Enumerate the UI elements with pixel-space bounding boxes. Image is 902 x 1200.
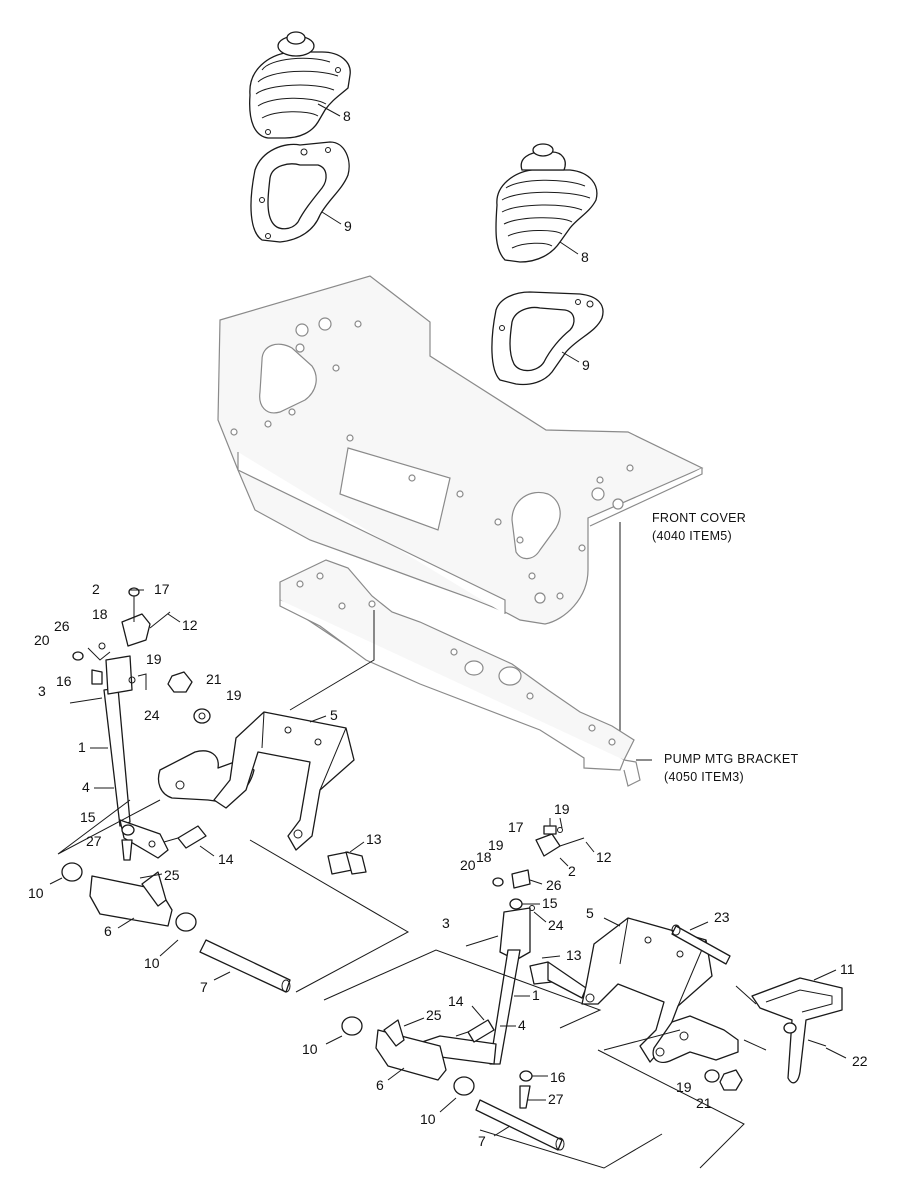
callout-25-left: 25	[164, 867, 180, 883]
callout-3-right: 3	[442, 915, 450, 931]
callout-19-right-c: 19	[676, 1079, 692, 1095]
callout-17-left: 17	[154, 581, 170, 597]
pivot-left	[61, 862, 291, 993]
adjuster-right	[455, 1019, 533, 1109]
callout-21-right: 21	[696, 1095, 712, 1111]
pin-23	[671, 924, 731, 965]
callout-7-right: 7	[478, 1133, 486, 1149]
pedal-right-11	[751, 977, 843, 1084]
callout-1-left: 1	[78, 739, 86, 755]
callout-11-right: 11	[840, 961, 855, 977]
callout-4-right: 4	[518, 1017, 526, 1033]
callout-25-right: 25	[426, 1007, 442, 1023]
pedal-bracket-right	[652, 1015, 739, 1063]
callout-19-left-b: 19	[226, 687, 242, 703]
callout-2-right: 2	[568, 863, 576, 879]
callout-5-left: 5	[330, 707, 338, 723]
callout-20-left: 20	[34, 632, 50, 648]
plate-left	[250, 141, 350, 243]
callout-19-right-a: 19	[554, 801, 570, 817]
nut-washer-left	[167, 671, 211, 724]
note-front-cover-line1: FRONT COVER	[652, 511, 746, 525]
callout-13-right: 13	[566, 947, 582, 963]
clevis-right	[465, 818, 585, 947]
callout-12-left: 12	[182, 617, 198, 633]
callout-17-right: 17	[508, 819, 524, 835]
callout-8-left: 8	[343, 108, 351, 124]
pedal-arm-right	[409, 907, 531, 1065]
callout-12-right: 12	[596, 849, 612, 865]
callout-19-left-a: 19	[146, 651, 162, 667]
callout-9-left: 9	[344, 218, 352, 234]
callout-8-right: 8	[581, 249, 589, 265]
callout-15-left: 15	[80, 809, 96, 825]
callout-4-left: 4	[82, 779, 90, 795]
note-pump-bracket-line1: PUMP MTG BRACKET	[664, 752, 799, 766]
callout-23-right: 23	[714, 909, 730, 925]
callout-27-left: 27	[86, 833, 102, 849]
callout-19-right-b: 19	[488, 837, 504, 853]
callout-20-right: 20	[460, 857, 476, 873]
callout-2-left: 2	[92, 581, 100, 597]
callout-15-right: 15	[542, 895, 558, 911]
pump-mounting-bracket	[279, 559, 641, 787]
callout-7-left: 7	[200, 979, 208, 995]
note-front-cover-line2: (4040 ITEM5)	[652, 529, 732, 543]
note-pump-bracket-line2: (4050 ITEM3)	[664, 770, 744, 784]
pivot-right	[341, 1016, 565, 1151]
callout-6-right: 6	[376, 1077, 384, 1093]
callout-27-right: 27	[548, 1091, 564, 1107]
callout-10-right-a: 10	[302, 1041, 318, 1057]
callout-6-left: 6	[104, 923, 112, 939]
boot-left	[249, 31, 351, 139]
plate-right	[491, 291, 604, 386]
callout-18-left: 18	[92, 606, 108, 622]
front-cover	[217, 275, 704, 625]
callout-26-left: 26	[54, 618, 70, 634]
callout-9-right: 9	[582, 357, 590, 373]
boot-right	[495, 143, 598, 263]
callout-26-right: 26	[546, 877, 562, 893]
callout-24-left: 24	[144, 707, 160, 723]
adjuster-left	[121, 824, 207, 861]
callout-3-left: 3	[38, 683, 46, 699]
callout-16-left: 16	[56, 673, 72, 689]
callout-10-left-b: 10	[144, 955, 160, 971]
callout-13-left: 13	[366, 831, 382, 847]
bolt-13-left	[327, 851, 367, 875]
nut-washer-right	[704, 1069, 743, 1091]
bolt-13-right	[529, 961, 587, 999]
callout-5-right: 5	[586, 905, 594, 921]
callout-24-right: 24	[548, 917, 564, 933]
callout-21-left: 21	[206, 671, 222, 687]
pedal-arm-left	[103, 655, 169, 859]
callout-10-left-a: 10	[28, 885, 44, 901]
callout-18-right: 18	[476, 849, 492, 865]
callout-14-left: 14	[218, 851, 234, 867]
callout-16-right: 16	[550, 1069, 566, 1085]
callout-14-right: 14	[448, 993, 464, 1009]
callout-1-right: 1	[532, 987, 540, 1003]
callout-22-right: 22	[852, 1053, 868, 1069]
support-bracket-left	[213, 711, 355, 851]
callout-10-right-b: 10	[420, 1111, 436, 1127]
